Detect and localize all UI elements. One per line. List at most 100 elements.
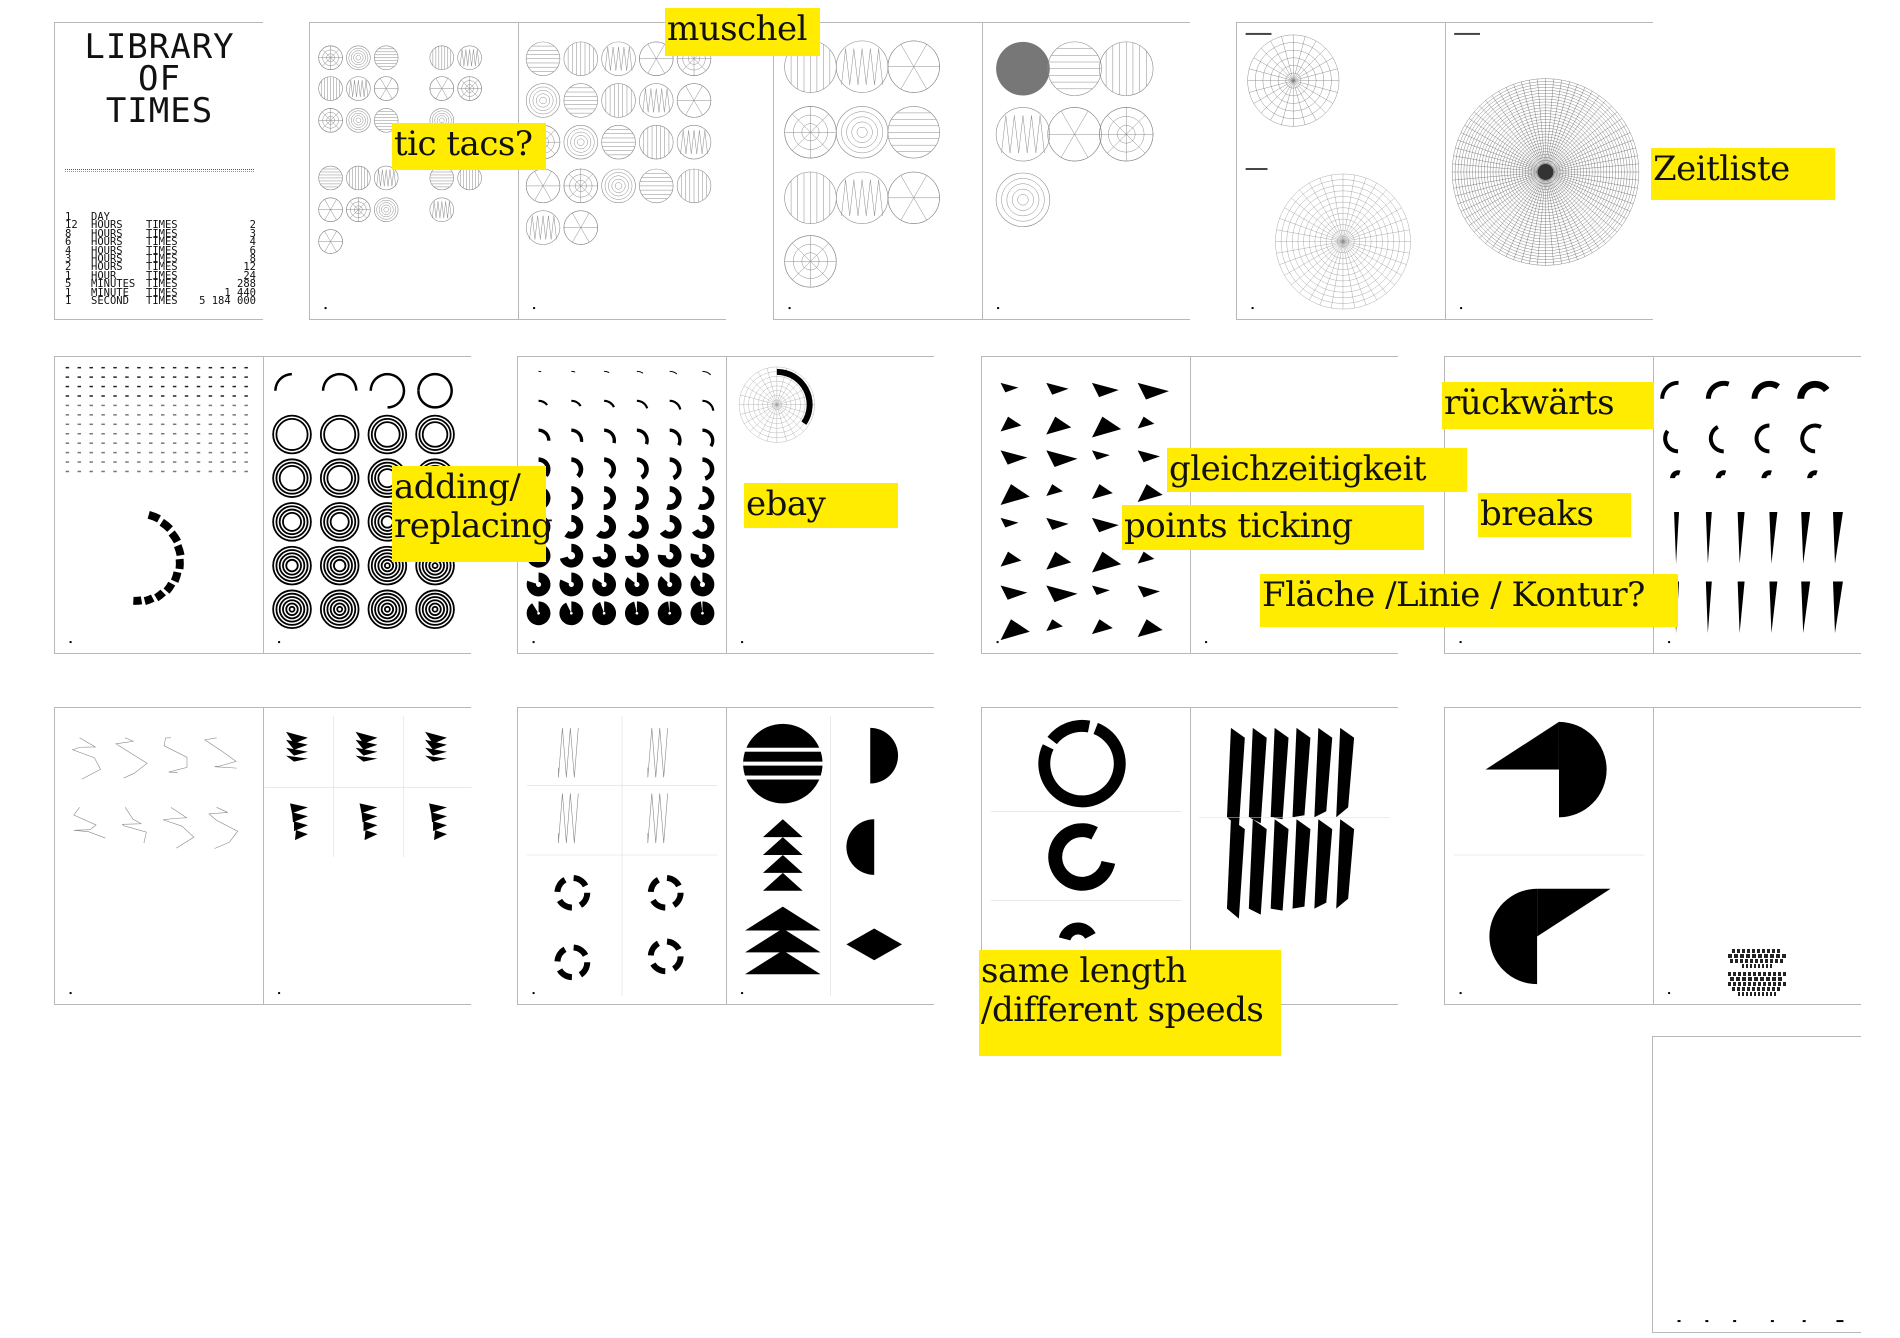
spread-line-sketches[interactable] [54,707,472,1005]
spike-form [1314,727,1333,818]
blade-shape [355,755,378,762]
pattern-ring [355,117,362,123]
tick-mark [160,461,165,463]
annotation-breaks[interactable]: breaks [1478,493,1631,537]
annotation-gleichzeitigkeit[interactable]: gleichzeitigkeit [1167,448,1467,492]
tick-mark [196,451,201,454]
annotation-muschel[interactable]: muschel [665,8,820,56]
concentric-ring [323,592,357,626]
tick-mark [172,461,177,463]
diamond-shape [846,928,903,961]
grid-spoke [1279,218,1344,242]
annotation-points-ticking[interactable]: points ticking [1122,505,1424,550]
pattern-ring [348,47,369,68]
grid-spoke [349,209,359,219]
grid-spoke [321,49,331,58]
spread-polar-grids[interactable] [1236,22,1654,320]
concentric-ring [431,605,439,613]
grid-spoke [792,242,811,262]
reverse-arc [1715,470,1727,479]
pattern-circle [373,197,399,222]
pattern-zigzag [529,215,557,240]
triangle-mark [1091,585,1110,595]
annotation-ebay[interactable]: ebay [744,483,898,528]
tick-mark [208,442,213,444]
stacked-triangle [745,950,821,975]
tick-grid-and-spiral [65,366,248,644]
spiral-segment [163,581,176,594]
concentric-ring [278,596,306,623]
page-number-mark [996,641,999,644]
spike-form [1270,727,1289,820]
tick-mark [196,366,201,369]
grid-spoke [766,368,778,405]
annotation-zeitliste[interactable]: Zeitliste [1651,148,1835,200]
concentric-ring [285,602,299,616]
triangle-mark [1000,416,1022,432]
arc-step [669,457,682,481]
tick-mark [113,470,117,473]
concentric-ring [333,602,347,616]
grid-spoke [1537,78,1546,173]
tick-mark [101,432,105,435]
pattern-ring [532,90,554,111]
spread-circle-patterns[interactable] [773,22,1191,320]
concentric-ring [319,458,360,498]
grid-spoke [1342,241,1355,309]
arc-step [669,399,682,410]
annotation-same-length[interactable]: same length /different speeds [979,950,1281,1056]
tick-mark [101,423,105,426]
tick-mark [196,442,201,444]
tick-mark [101,461,105,463]
spread-zigzags[interactable] [517,707,935,1005]
page-header-mark [1245,32,1272,35]
triangle-mark [1000,551,1022,567]
triangle-mark [1000,382,1019,393]
grid-spoke [810,113,829,133]
concentric-ring [272,458,312,498]
concentric-ring [272,545,312,586]
grid-spoke [1249,80,1294,93]
tick-mark [113,423,117,426]
tick-mark [160,442,165,444]
tick-mark [137,366,141,369]
grid-spoke [1455,147,1546,173]
spiral-segment [133,596,143,605]
blade-shape [429,803,447,814]
grid-spoke [1342,174,1355,242]
pattern-ring [1006,183,1040,217]
arc-step [636,428,649,445]
tick-mark [160,451,165,454]
annotation-flaeche-linie-kontur[interactable]: Fläche /Linie / Kontur? [1260,574,1678,627]
grid-spoke [324,231,331,242]
grid-spoke [324,199,331,210]
pattern-ring [383,207,389,213]
arc-step [669,370,678,375]
annotation-adding-replacing[interactable]: adding/ replacing [392,466,553,562]
pattern-ring [1001,178,1045,222]
spread-half-discs[interactable] [1444,707,1862,1005]
grid-spoke [324,209,331,221]
grid-spoke [1342,241,1387,294]
circle-pattern-thumbnails [995,41,1154,310]
tick-mark [196,404,201,407]
single-page-end[interactable] [1652,1036,1862,1333]
blade-shape [359,803,378,814]
concentric-ring [428,602,442,616]
annotation-rueckwaerts[interactable]: rückwärts [1442,382,1654,429]
grid-spoke [1291,197,1344,242]
arc-step [571,370,576,373]
grid-spoke [330,231,337,242]
pattern-ring [353,115,364,126]
grid-spoke [1453,171,1546,189]
grid-spoke [685,85,695,101]
concentric-ring [377,599,398,620]
spiral-segment [154,589,166,602]
triangle-mark [1137,484,1163,503]
grid-spoke [1309,241,1344,301]
spread-circle-grids[interactable] [309,22,727,320]
tick-mark [172,442,177,444]
tick-mark [244,461,248,463]
annotation-tic-tacs[interactable]: tic tacs? [392,123,546,170]
